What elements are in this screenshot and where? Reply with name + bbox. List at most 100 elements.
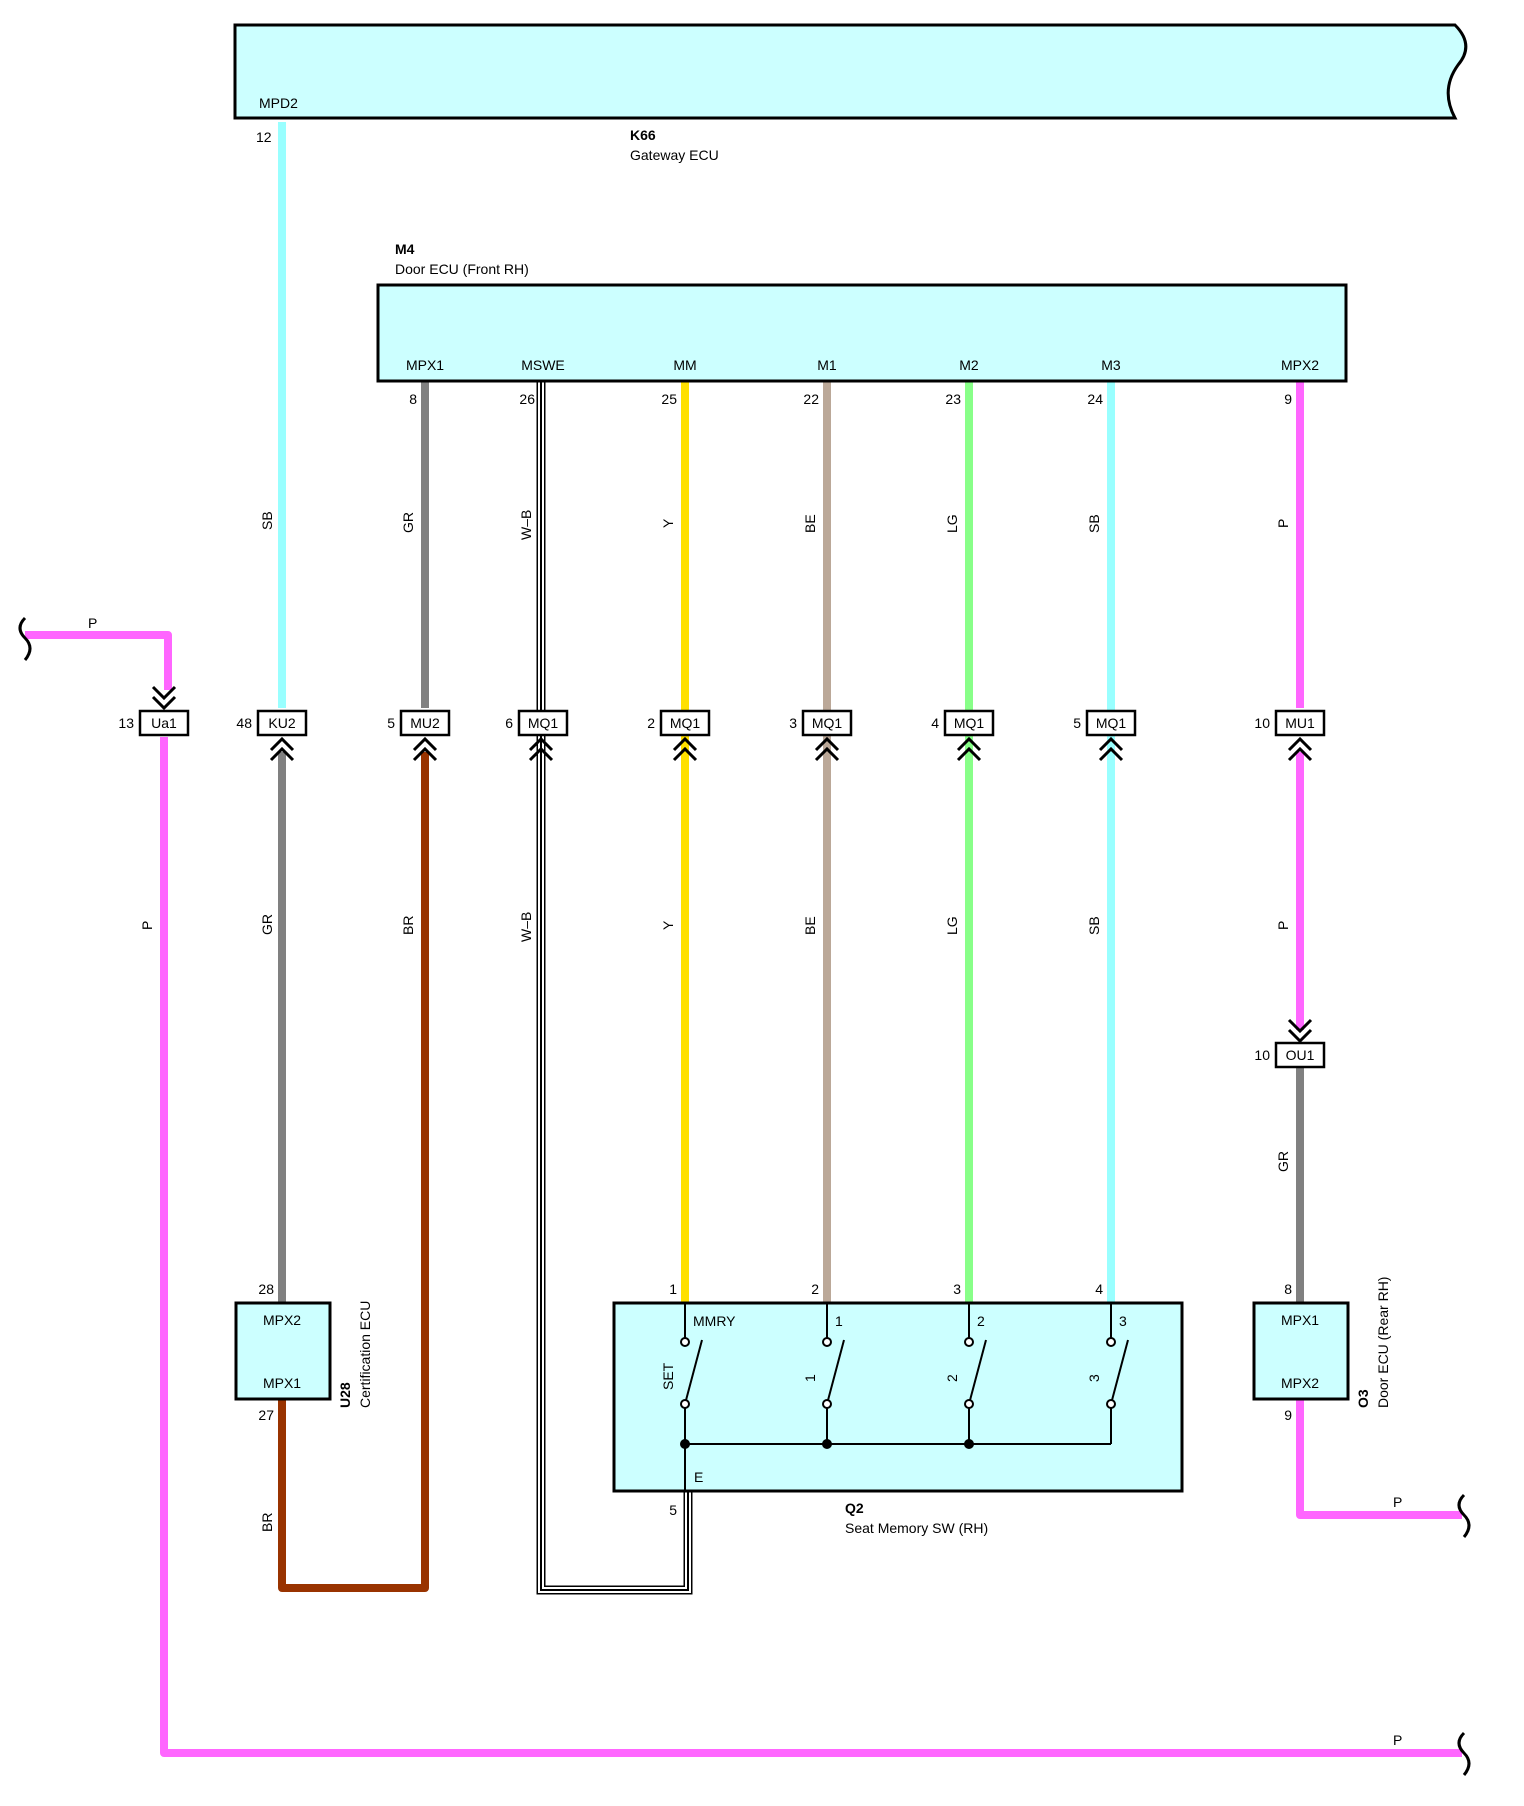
wire-wb <box>536 382 693 1595</box>
connector-pin: 5 <box>387 715 395 731</box>
m4-pin-name: M3 <box>1101 357 1121 373</box>
wire-label: P <box>1393 1494 1402 1510</box>
q2-switches <box>680 1303 1129 1491</box>
q2-pin-no: 3 <box>953 1281 961 1297</box>
connector-pin: 10 <box>1254 715 1270 731</box>
q2-switch-top: 1 <box>835 1313 843 1329</box>
connector-ua1: Ua1 13 <box>118 685 190 737</box>
wire-p-o3-out <box>1296 1399 1462 1519</box>
m4-pin-no: 22 <box>803 391 819 407</box>
wire-label: GR <box>259 914 275 935</box>
q2-switch-top: 2 <box>977 1313 985 1329</box>
m4-pin-no: 24 <box>1087 391 1103 407</box>
k66-box <box>233 23 1468 120</box>
connector-mq1-6: MQ1 6 <box>505 709 569 762</box>
m4-pin-no: 26 <box>519 391 535 407</box>
connector-pin: 2 <box>647 715 655 731</box>
m4-pin-no: 8 <box>409 391 417 407</box>
wire-label: P <box>88 615 97 631</box>
m4-pin-no: 23 <box>945 391 961 407</box>
o3-name: Door ECU (Rear RH) <box>1375 1277 1391 1408</box>
k66-pin-name: MPD2 <box>259 95 298 111</box>
q2-name: Seat Memory SW (RH) <box>845 1520 988 1536</box>
q2-switch-label: 3 <box>1086 1374 1102 1382</box>
q2-switch-label: SET <box>660 1362 676 1390</box>
k66-name: Gateway ECU <box>630 147 719 163</box>
connector-pin: 4 <box>931 715 939 731</box>
m4-pin-name: MPX2 <box>1281 357 1319 373</box>
u28-pin-bottom-no: 27 <box>258 1407 274 1423</box>
connector-id: MQ1 <box>812 715 843 731</box>
o3-pin-top: MPX1 <box>1281 1312 1319 1328</box>
wire-label: SB <box>1086 916 1102 935</box>
q2-switch-top: 3 <box>1119 1313 1127 1329</box>
u28-pin-top-no: 28 <box>258 1281 274 1297</box>
connector-pin: 13 <box>118 715 134 731</box>
q2-pin-no: 2 <box>811 1281 819 1297</box>
m4-pin-name: MPX1 <box>406 357 444 373</box>
u28-pin-bottom: MPX1 <box>263 1375 301 1391</box>
connector-id: MQ1 <box>670 715 701 731</box>
wire-label: LG <box>944 514 960 533</box>
connector-mq1-4: MQ1 4 <box>931 709 995 762</box>
wire-break-left <box>18 616 32 661</box>
connector-id: MQ1 <box>1096 715 1127 731</box>
m4-pin-name: MSWE <box>521 357 565 373</box>
q2-pin-no: 4 <box>1095 1281 1103 1297</box>
o3-code: O3 <box>1355 1389 1371 1408</box>
connector-mu1: MU1 10 <box>1254 709 1326 762</box>
m4-box <box>376 283 1348 383</box>
connector-id: MQ1 <box>528 715 559 731</box>
q2-switch-label: 2 <box>944 1374 960 1382</box>
m4-pins: MPX1 MSWE MM M1 M2 M3 MPX2 8 26 25 22 23… <box>406 357 1319 407</box>
wire-label: BR <box>259 1513 275 1532</box>
q2-switch-label: 1 <box>802 1374 818 1382</box>
o3-pin-bottom: MPX2 <box>1281 1375 1319 1391</box>
wire-label: GR <box>400 512 416 533</box>
connector-id: MQ1 <box>954 715 985 731</box>
wire-break-right-bottom <box>1457 1731 1471 1776</box>
u28-code: U28 <box>337 1382 353 1408</box>
m4-pin-name: MM <box>673 357 696 373</box>
m4-pin-name: M1 <box>817 357 837 373</box>
m4-name: Door ECU (Front RH) <box>395 261 529 277</box>
k66-pin-no: 12 <box>256 129 272 145</box>
connector-pin: 6 <box>505 715 513 731</box>
connector-pin: 3 <box>789 715 797 731</box>
connector-mu2: MU2 5 <box>387 709 451 762</box>
wire-label: Y <box>660 920 676 930</box>
o3-pin-top-no: 8 <box>1284 1281 1292 1297</box>
wire-label: W–B <box>518 912 534 942</box>
q2-ground-pin: 5 <box>669 1502 677 1518</box>
wire-break-right-mid <box>1457 1493 1471 1538</box>
wire-label: BE <box>802 514 818 533</box>
wire-p-left-long <box>160 737 1462 1757</box>
connector-ou1: OU1 10 <box>1254 1018 1326 1069</box>
k66-code: K66 <box>630 127 656 143</box>
connector-mq1-5: MQ1 5 <box>1073 709 1137 762</box>
connector-pin: 5 <box>1073 715 1081 731</box>
q2-switch-top: MMRY <box>693 1313 736 1329</box>
connector-id: KU2 <box>268 715 295 731</box>
m4-pin-no: 9 <box>1284 391 1292 407</box>
wire-label: SB <box>1086 514 1102 533</box>
m4-code: M4 <box>395 241 415 257</box>
wire-label: SB <box>259 511 275 530</box>
o3-box <box>1252 1301 1350 1401</box>
wire-label: BE <box>802 916 818 935</box>
connector-id: MU2 <box>410 715 440 731</box>
m4-pin-no: 25 <box>661 391 677 407</box>
wire-label: P <box>1393 1732 1402 1748</box>
q2-code: Q2 <box>845 1500 864 1516</box>
connector-id: Ua1 <box>151 715 177 731</box>
u28-pin-top: MPX2 <box>263 1312 301 1328</box>
wire-label: GR <box>1275 1151 1291 1172</box>
u28-box <box>234 1301 332 1401</box>
q2-ground-label: E <box>694 1469 703 1485</box>
wire-label: BR <box>400 916 416 935</box>
q2-pin-no: 1 <box>669 1281 677 1297</box>
wire-br-loop <box>278 752 429 1592</box>
connector-mq1-2: MQ1 2 <box>647 709 711 762</box>
wire-label: Y <box>660 518 676 528</box>
